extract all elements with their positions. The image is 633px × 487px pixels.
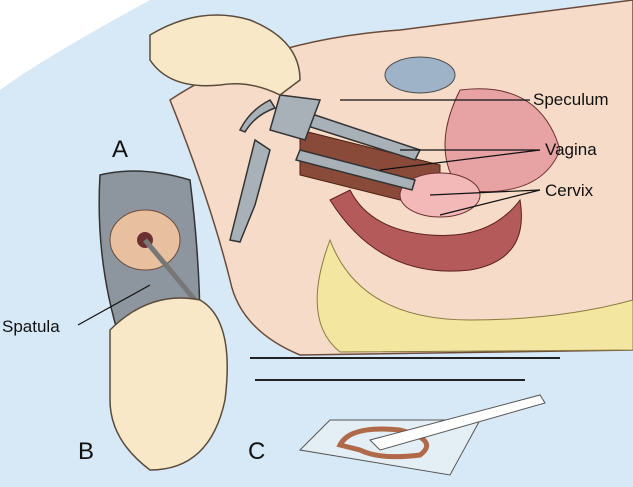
panel-label-b: B [78,438,95,465]
panel-label-a: A [112,136,129,163]
fat-layer [316,238,633,353]
speculum-instrument [229,94,422,243]
label-cervix: Cervix [545,181,594,200]
spatula-c [369,394,546,451]
label-spatula: Spatula [2,317,60,336]
label-speculum: Speculum [533,90,609,109]
rectum [329,189,522,272]
uterus [444,88,561,193]
hand-b [109,297,228,471]
smear [336,426,430,460]
spatula-stick [143,238,197,302]
bladder [384,56,456,94]
label-vagina: Vagina [545,140,597,159]
panel-label-c: C [248,438,266,465]
leader-lines [77,99,541,326]
hand-a [149,14,301,96]
